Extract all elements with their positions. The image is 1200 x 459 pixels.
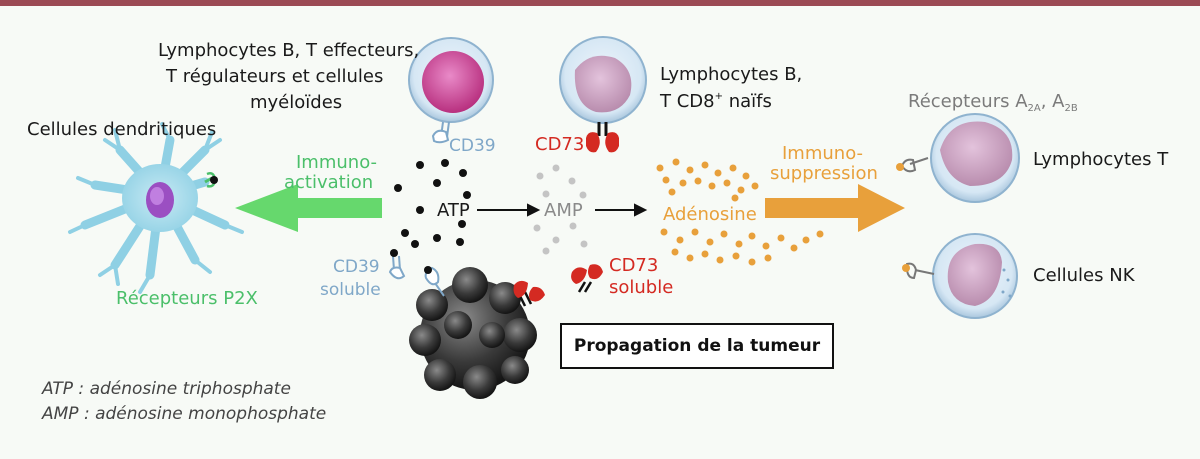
legend-amp: AMP : adénosine monophosphate bbox=[42, 404, 327, 424]
t-cell-adenosine-dot bbox=[896, 163, 904, 171]
soluble-cd73-enzyme bbox=[571, 264, 603, 293]
label-immuno-suppression-2: suppression bbox=[770, 163, 878, 184]
lymphocyte-pink-cell bbox=[559, 36, 647, 153]
t-lymphocyte-cell bbox=[900, 113, 1020, 203]
label-amp: AMP bbox=[544, 200, 583, 221]
label-cd73-soluble-2: soluble bbox=[609, 277, 674, 298]
amp-molecules bbox=[533, 164, 588, 255]
label-cd73-soluble-1: CD73 bbox=[609, 255, 659, 276]
label-p2x-receptors: Récepteurs P2X bbox=[116, 288, 258, 309]
label-cd73: CD73 bbox=[535, 134, 585, 155]
top-accent-bar bbox=[0, 0, 1200, 6]
tumor bbox=[409, 266, 545, 399]
label-cd39: CD39 bbox=[449, 136, 496, 156]
nk-cell bbox=[905, 233, 1018, 319]
label-nk-cells: Cellules NK bbox=[1033, 265, 1135, 286]
label-receptors-a2a-a2b: Récepteurs A2A, A2B bbox=[908, 91, 1078, 114]
label-adenosine: Adénosine bbox=[663, 204, 757, 225]
label-lymph-b-cd8-line1: Lymphocytes B, bbox=[660, 64, 803, 85]
soluble-cd39-enzyme bbox=[388, 255, 406, 280]
label-lymph-b-t-line1: Lymphocytes B, T effecteurs, bbox=[158, 40, 420, 61]
nk-adenosine-dot bbox=[902, 264, 910, 272]
tumor-propagation-box: Propagation de la tumeur bbox=[560, 323, 834, 369]
label-dendritic-cells: Cellules dendritiques bbox=[27, 119, 217, 140]
label-cd39-soluble-1: CD39 bbox=[333, 257, 380, 277]
adenosine-molecules bbox=[656, 158, 824, 266]
label-immuno-activation-2: activation bbox=[284, 172, 374, 193]
label-lymph-b-cd8-line2: T CD8+ naïfs bbox=[660, 91, 772, 112]
dendritic-cell bbox=[68, 122, 244, 294]
legend-atp: ATP : adénosine triphosphate bbox=[42, 379, 291, 399]
tumor-atp-dot bbox=[424, 266, 432, 274]
immuno-suppression-arrow bbox=[765, 184, 905, 232]
soluble-cd39-atp-dot bbox=[390, 249, 398, 257]
label-atp: ATP bbox=[437, 200, 470, 221]
lymphocyte-magenta-cell bbox=[408, 37, 494, 144]
atp-molecules bbox=[394, 159, 471, 248]
label-immuno-suppression-1: Immuno- bbox=[782, 143, 864, 164]
label-t-lymphocytes: Lymphocytes T bbox=[1033, 149, 1169, 170]
label-lymph-b-t-line2: T régulateurs et cellules bbox=[166, 66, 384, 87]
immuno-activation-arrow bbox=[235, 184, 382, 232]
label-immuno-activation-1: Immuno- bbox=[296, 152, 378, 173]
dendritic-atp-dot bbox=[210, 176, 218, 184]
label-cd39-soluble-2: soluble bbox=[320, 280, 381, 300]
label-lymph-b-t-line3: myéloïdes bbox=[250, 92, 343, 113]
